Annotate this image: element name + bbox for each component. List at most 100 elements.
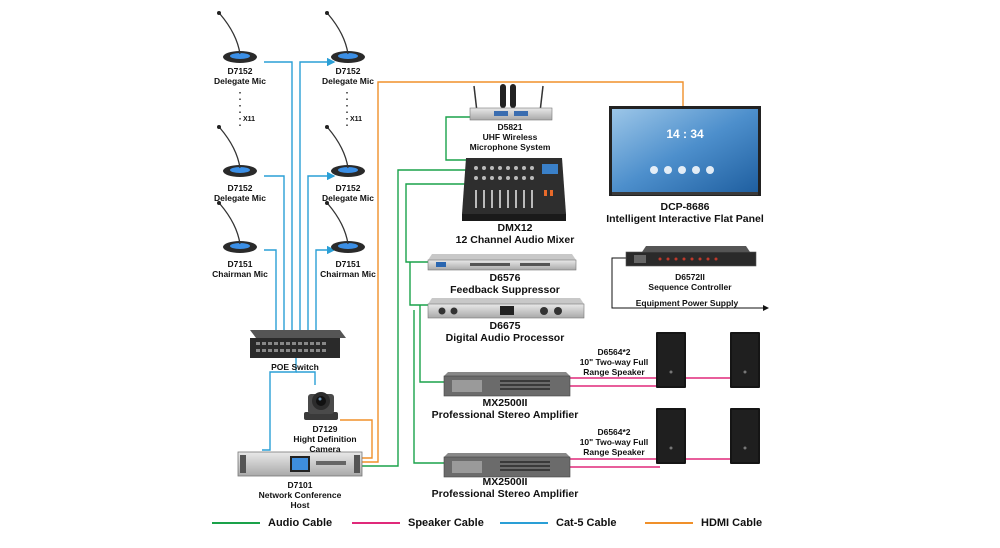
device-desc: Chairman Mic: [320, 269, 376, 279]
device-name: DCP-8686: [660, 201, 710, 213]
power-line: [611, 257, 769, 311]
device-desc: POE Switch: [271, 362, 319, 372]
legend-audio-cable: Audio Cable: [212, 515, 332, 531]
delegate-mic-icon: [325, 11, 365, 63]
speaker-label: D6564*2 10" Two-way Full Range Speaker: [574, 427, 654, 457]
mic-count-label: X11: [243, 116, 256, 123]
amplifier-label: MX2500II Professional Stereo Amplifier: [420, 397, 590, 421]
poe-switch-label: POE Switch: [265, 362, 325, 372]
camera-icon: [304, 392, 338, 420]
device-desc: Network Conference: [258, 490, 342, 500]
amplifier-icon: [443, 453, 571, 478]
panel-clock: 14 : 34: [666, 127, 704, 141]
processor-label: D6675 Digital Audio Processor: [430, 320, 580, 344]
mic-label: D7152 Delegate Mic: [205, 183, 275, 203]
device-name: D7151: [335, 259, 361, 269]
power-supply-label: Equipment Power Supply: [632, 298, 742, 308]
device-desc: Intelligent Interactive Flat Panel: [606, 213, 764, 225]
device-desc: Range Speaker: [583, 447, 645, 457]
mixer-label: DMX12 12 Channel Audio Mixer: [435, 222, 595, 246]
chairman-mic-label: D7151 Chairman Mic: [205, 259, 275, 279]
device-name: D7151: [227, 259, 253, 269]
device-name: D7152: [227, 183, 253, 193]
device-desc: Microphone System: [469, 142, 551, 152]
device-desc: Equipment Power Supply: [635, 298, 739, 308]
device-name: D7152: [335, 66, 361, 76]
legend-label: HDMI Cable: [701, 517, 763, 529]
audio-line: [419, 305, 444, 383]
legend-speaker-cable: Speaker Cable: [352, 515, 484, 531]
device-name: DMX12: [497, 222, 533, 234]
device-desc: Digital Audio Processor: [445, 332, 565, 344]
mic-count-label: X11: [350, 116, 363, 123]
mic-label: D7152 Delegate Mic: [205, 66, 275, 86]
device-desc: 12 Channel Audio Mixer: [455, 234, 575, 246]
delegate-mic-icon: [217, 11, 257, 63]
device-name: D6576: [489, 272, 521, 284]
legend-label: Audio Cable: [268, 517, 333, 529]
legend-label: Speaker Cable: [408, 517, 484, 529]
device-desc: Delegate Mic: [214, 76, 266, 86]
hdmi-cables: [340, 81, 684, 463]
cat5-line: [264, 61, 293, 330]
legend-swatch: [500, 522, 548, 524]
flat-panel-label: DCP-8686 Intelligent Interactive Flat Pa…: [600, 201, 770, 225]
speaker-label: D6564*2 10" Two-way Full Range Speaker: [574, 347, 654, 377]
amplifier-label: MX2500II Professional Stereo Amplifier: [420, 476, 590, 500]
legend-hdmi-cable: HDMI Cable: [645, 515, 762, 531]
wireless-label: D5821 UHF Wireless Microphone System: [460, 122, 560, 152]
device-desc: Chairman Mic: [212, 269, 268, 279]
audio-processor-icon: [427, 298, 585, 319]
feedback-suppressor-icon: [427, 254, 577, 271]
legend-swatch: [212, 522, 260, 524]
speaker-cables: [570, 377, 730, 468]
device-desc: Sequence Controller: [648, 282, 732, 292]
device-name: D7129: [312, 424, 338, 434]
device-name: D6564*2: [597, 347, 631, 357]
cat5-line: [264, 175, 285, 330]
cat5-cables: [262, 57, 336, 451]
cat5-line: [307, 171, 336, 330]
delegate-mic-icon: [217, 125, 257, 177]
sequencer-label: D6572II Sequence Controller: [640, 272, 740, 292]
device-name: D7152: [227, 66, 253, 76]
device-desc: Camera: [309, 444, 341, 454]
device-name: D6564*2: [597, 427, 631, 437]
device-desc: Delegate Mic: [322, 193, 374, 203]
device-name: D6572II: [675, 272, 705, 282]
device-name: D7152: [335, 183, 361, 193]
host-label: D7101 Network Conference Host: [250, 480, 350, 510]
camera-label: D7129 Hight Definition Camera: [280, 424, 370, 454]
audio-line: [405, 183, 468, 263]
poe-switch-icon: [250, 330, 346, 358]
speaker-icon: [656, 408, 686, 464]
device-desc: 10" Two-way Full: [579, 437, 649, 447]
device-name: MX2500II: [482, 397, 528, 409]
audio-mixer-icon: [462, 158, 566, 221]
speaker-icon: [730, 408, 760, 464]
device-name: D7101: [287, 480, 313, 490]
legend-swatch: [352, 522, 400, 524]
device-name: D5821: [497, 122, 523, 132]
sequence-controller-icon: [625, 246, 757, 267]
speaker-icon: [730, 332, 760, 388]
speaker-icon: [656, 332, 686, 388]
device-desc: 10" Two-way Full: [579, 357, 649, 367]
delegate-mic-icon: [325, 125, 365, 177]
audio-cables: [362, 116, 470, 467]
audio-line: [413, 310, 444, 464]
device-desc: Professional Stereo Amplifier: [431, 488, 579, 500]
cat5-line: [262, 358, 297, 451]
device-desc: Hight Definition: [293, 434, 357, 444]
mic-label: D7152 Delegate Mic: [313, 66, 383, 86]
chairman-mic-icon: [325, 201, 365, 253]
chairman-mic-label: D7151 Chairman Mic: [313, 259, 383, 279]
device-desc: Delegate Mic: [214, 193, 266, 203]
legend-swatch: [645, 522, 693, 524]
chairman-mic-icon: [217, 201, 257, 253]
power-lines: [611, 257, 769, 311]
amplifier-icon: [443, 372, 571, 397]
legend-cat5-cable: Cat-5 Cable: [500, 515, 617, 531]
wireless-receiver-icon: [469, 84, 553, 121]
